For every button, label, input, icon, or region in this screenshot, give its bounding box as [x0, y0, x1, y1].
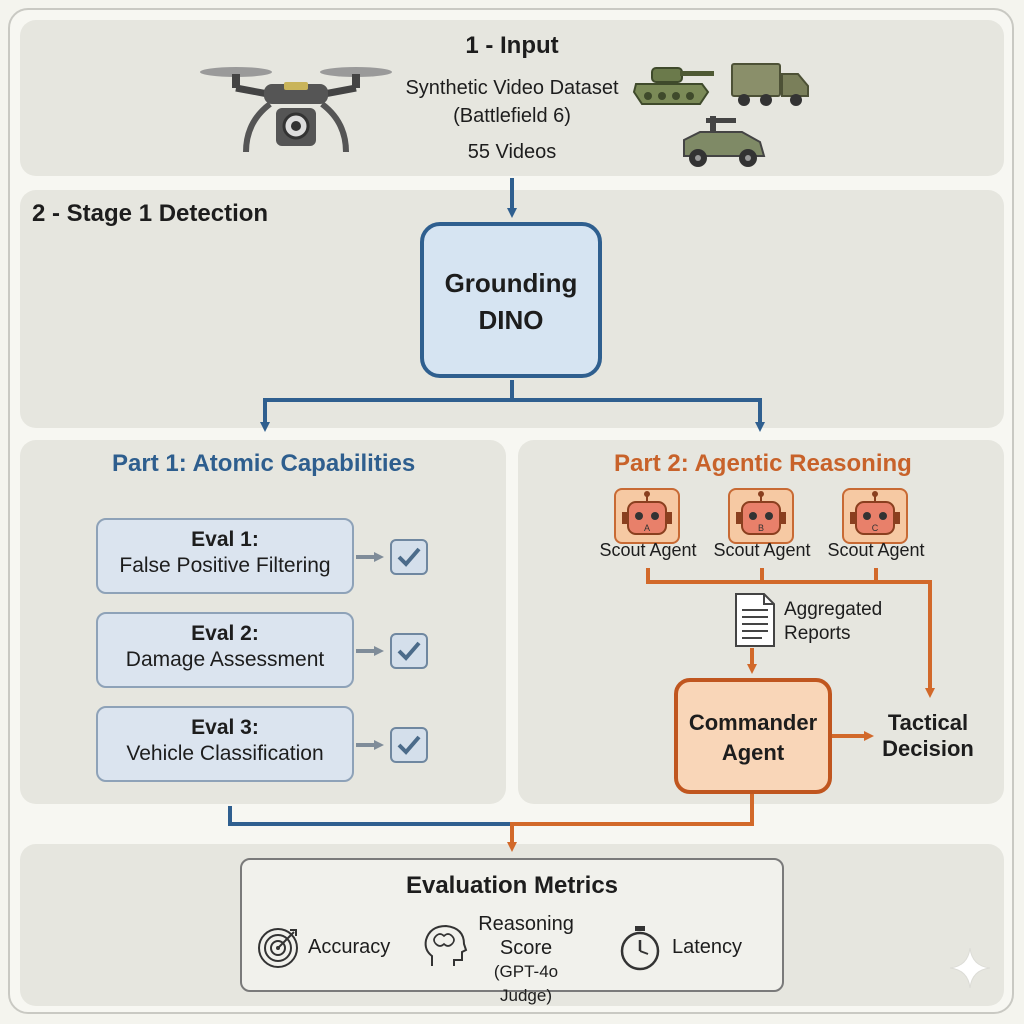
video-count: 55 Videos — [467, 141, 557, 163]
model-name-line1: Grounding — [444, 268, 578, 298]
latency-label: Latency — [672, 936, 743, 958]
eval-subtitle: Damage Assessment — [125, 648, 325, 671]
eval-title: Eval 3: — [191, 716, 259, 739]
reasoning-line3: (GPT-4o Judge) — [493, 962, 559, 1005]
robot-icon: A — [614, 488, 680, 544]
reasoning-score-label: Reasoning Score (GPT-4o Judge) — [466, 912, 586, 1008]
decision-line1: Tactical — [887, 710, 969, 735]
target-icon — [258, 928, 298, 968]
robot-badge: B — [758, 523, 764, 533]
orange-arrows — [507, 568, 935, 852]
dataset-source: (Battlefield 6) — [453, 105, 571, 127]
blue-arrows — [228, 178, 765, 826]
input-description: Synthetic Video Dataset (Battlefield 6) … — [382, 74, 642, 166]
part1-title: Part 1: Atomic Capabilities — [112, 450, 416, 477]
eval-subtitle: Vehicle Classification — [126, 742, 324, 765]
decision-line2: Decision — [882, 736, 974, 761]
evaluation-metrics-box — [240, 858, 784, 992]
accuracy-label: Accuracy — [308, 936, 391, 958]
scout-agent-label: Scout Agent — [827, 540, 925, 560]
robot-badge: C — [872, 523, 879, 533]
reasoning-line2: Score — [499, 937, 553, 959]
eval-subtitle: False Positive Filtering — [119, 554, 331, 577]
model-name-line2: DINO — [478, 305, 544, 335]
input-panel — [20, 20, 1004, 176]
document-icon — [735, 593, 775, 647]
eval-title: Eval 1: — [191, 528, 259, 551]
reasoning-line1: Reasoning — [478, 913, 574, 935]
stopwatch-icon — [620, 926, 660, 971]
tactical-decision-label: Tactical Decision — [872, 710, 984, 762]
eval-title: Eval 2: — [191, 622, 259, 645]
reports-line: Reports — [784, 623, 851, 644]
commander-line2: Agent — [721, 740, 785, 765]
eval-2-box: Eval 2: Damage Assessment — [96, 612, 354, 688]
check-arrows — [356, 552, 384, 750]
scout-agent-label: Scout Agent — [599, 540, 697, 560]
aggregated-line: Aggregated — [784, 599, 883, 620]
input-title: 1 - Input — [465, 32, 559, 59]
scout-agent-label: Scout Agent — [713, 540, 811, 560]
tank-icon — [632, 67, 714, 105]
brain-icon — [424, 924, 468, 966]
drone-icon — [200, 67, 392, 153]
checkbox-icon — [390, 727, 428, 763]
grounding-dino-box: Grounding DINO — [420, 222, 602, 378]
part2-to-metrics-arrow — [507, 794, 754, 852]
commander-agent-box: Commander Agent — [674, 678, 832, 794]
part1-to-metrics-line — [228, 806, 512, 826]
robot-icon: B — [728, 488, 794, 544]
stage1-title: 2 - Stage 1 Detection — [32, 200, 269, 227]
part2-title: Part 2: Agentic Reasoning — [614, 450, 912, 477]
dataset-name: Synthetic Video Dataset — [405, 77, 619, 99]
metrics-title: Evaluation Metrics — [405, 872, 619, 899]
commander-line1: Commander — [688, 710, 818, 735]
eval-1-box: Eval 1: False Positive Filtering — [96, 518, 354, 594]
jeep-icon — [683, 116, 766, 167]
eval-3-box: Eval 3: Vehicle Classification — [96, 706, 354, 782]
truck-icon — [731, 63, 809, 106]
aggregated-reports-label: Aggregated Reports — [784, 598, 882, 646]
checkbox-icon — [390, 539, 428, 575]
checkbox-icon — [390, 633, 428, 669]
robot-badge: A — [644, 523, 650, 533]
scouts-to-reports-line — [646, 568, 935, 698]
robot-icon: C — [842, 488, 908, 544]
sparkle-icon — [949, 947, 991, 989]
dino-split-arrow — [260, 380, 514, 432]
